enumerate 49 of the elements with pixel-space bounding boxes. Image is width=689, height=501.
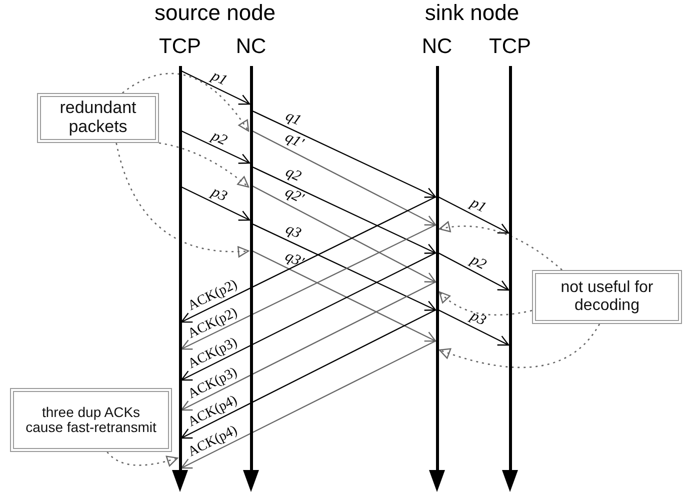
lifeline-header: NC <box>422 36 452 57</box>
lifeline-header: TCP <box>489 36 531 57</box>
dotted-leader-line <box>438 291 532 316</box>
dotted-leader-line <box>106 452 178 466</box>
edge-label: p2 <box>208 128 230 150</box>
message-arrow <box>181 130 250 164</box>
message-arrow <box>438 252 510 291</box>
note-box <box>532 270 682 324</box>
message-arrow <box>180 252 436 381</box>
edge-label: q1 <box>282 108 304 130</box>
dotted-leader-line <box>158 142 250 188</box>
edge-label: q3' <box>281 248 306 272</box>
dotted-leader-line <box>116 142 250 257</box>
group-heading: source node <box>154 2 276 24</box>
note-text: three dup ACKs cause fast-retransmit <box>24 404 158 436</box>
edge-label: p1 <box>208 68 230 90</box>
note-text: redundant packets <box>58 99 138 137</box>
edge-label: q2' <box>281 185 306 208</box>
message-arrow <box>181 70 250 105</box>
group-heading: sink node <box>424 2 520 24</box>
message-arrow <box>252 130 436 226</box>
note-text: not useful for decoding <box>560 279 654 315</box>
message-arrow <box>252 223 436 311</box>
edge-label: q3 <box>282 222 304 243</box>
dotted-leader-line <box>438 324 600 368</box>
message-arrow <box>252 185 436 283</box>
message-arrow <box>180 340 436 469</box>
lifeline-header: NC <box>236 36 266 57</box>
message-arrow <box>438 196 510 234</box>
edge-label: p3 <box>208 184 230 206</box>
edge-label: p1 <box>467 196 490 217</box>
message-arrow <box>438 309 510 346</box>
message-arrow <box>180 224 436 350</box>
message-arrow <box>252 166 436 254</box>
dotted-leader-line <box>122 73 250 132</box>
edge-label: p2 <box>467 252 490 274</box>
note-box <box>10 388 172 452</box>
message-arrow <box>252 110 436 198</box>
message-arrow <box>181 186 250 221</box>
edge-label: q2 <box>282 164 304 186</box>
edge-label: q1' <box>281 130 306 152</box>
message-arrow <box>180 281 436 411</box>
lifeline-header: TCP <box>159 36 201 57</box>
message-arrow <box>252 250 436 342</box>
message-arrow <box>180 309 436 439</box>
message-arrow <box>180 196 436 323</box>
edge-label: p3 <box>467 308 489 330</box>
note-box <box>37 93 159 143</box>
dotted-leader-line <box>438 222 562 270</box>
